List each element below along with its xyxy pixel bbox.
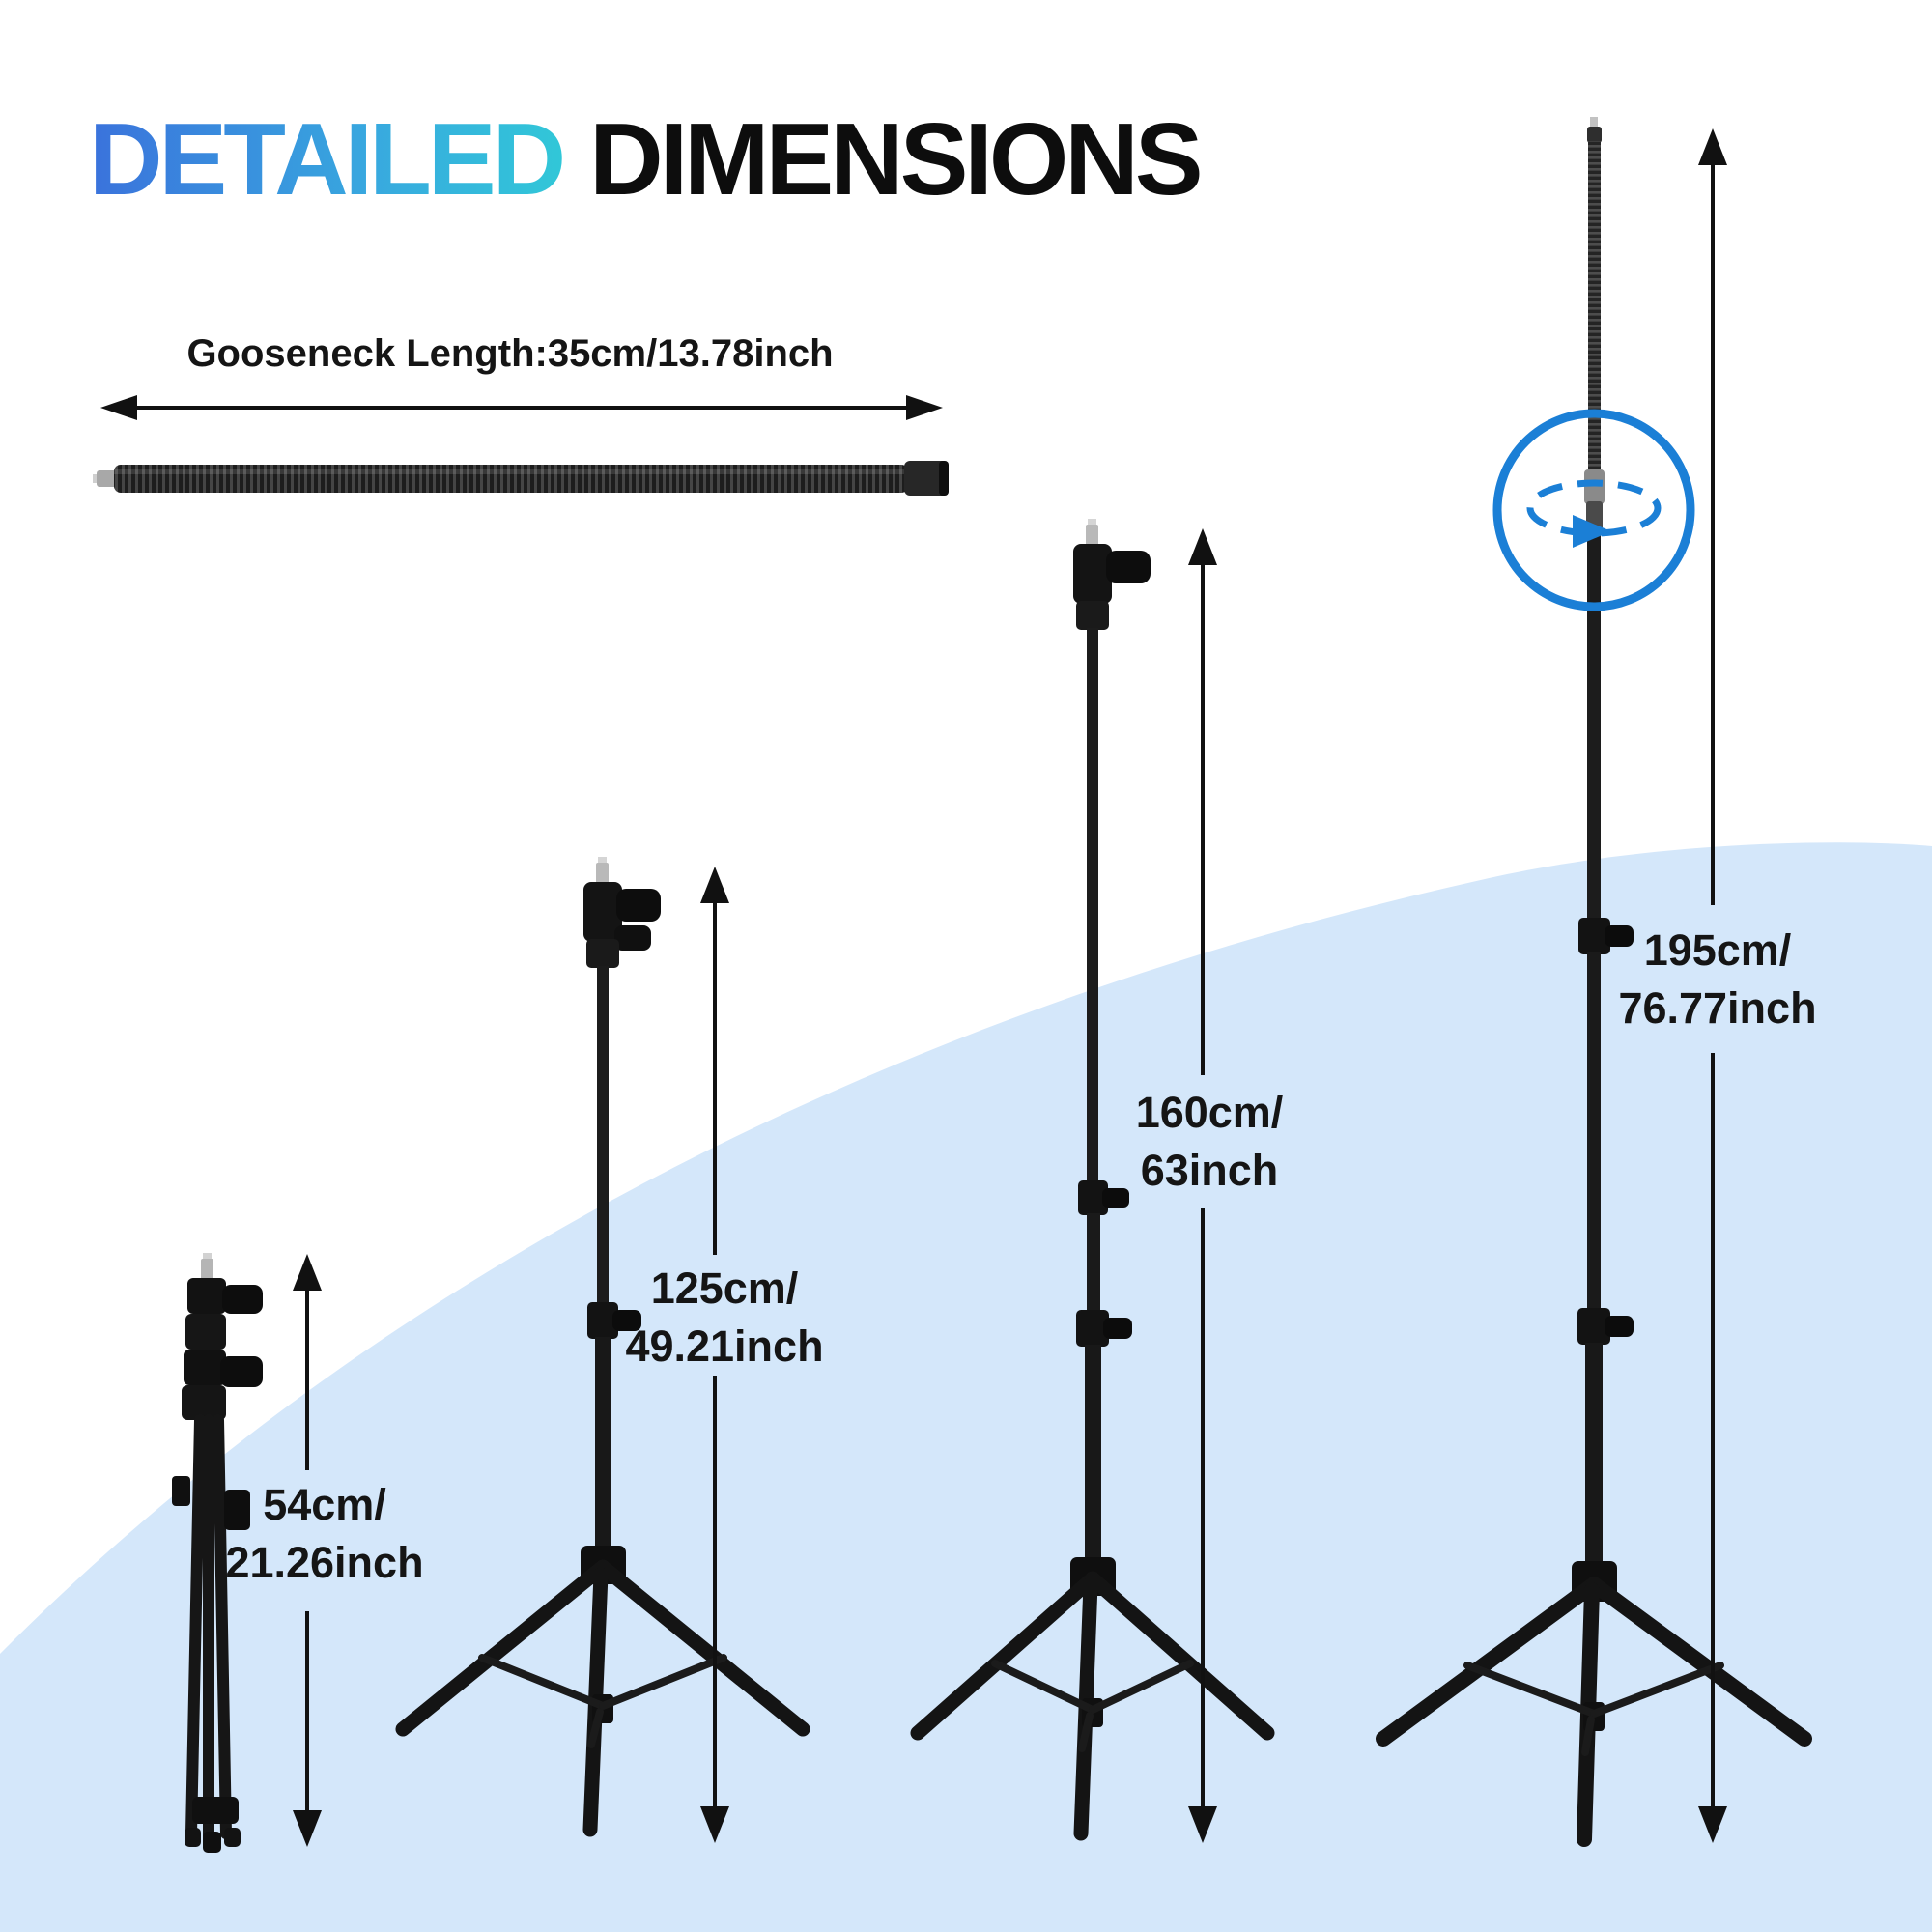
- gooseneck-tube-image: [93, 461, 949, 496]
- page-title-rest: DIMENSIONS: [589, 102, 1203, 216]
- page-title-accent: DETAILED: [89, 102, 566, 216]
- height-label-195cm-line1: 195cm/: [1643, 925, 1792, 975]
- stand-160cm-image: [910, 519, 1275, 1841]
- height-label-125cm: 125cm/ 49.21inch: [625, 1260, 823, 1376]
- height-label-195cm-line2: 76.77inch: [1618, 983, 1817, 1033]
- dimension-arrow-195cm: [1698, 128, 1727, 1843]
- dimension-arrow-125cm: [700, 867, 729, 1843]
- height-label-160cm-line1: 160cm/: [1135, 1088, 1284, 1137]
- folded-stand-image: [172, 1253, 263, 1853]
- height-label-54cm: 54cm/ 21.26inch: [225, 1476, 423, 1592]
- height-label-125cm-line1: 125cm/: [650, 1264, 799, 1313]
- gooseneck-length-label: Gooseneck Length:35cm/13.78inch: [186, 332, 834, 375]
- dimension-arrow-160cm: [1188, 528, 1217, 1843]
- height-label-195cm: 195cm/ 76.77inch: [1618, 922, 1816, 1037]
- height-label-160cm-line2: 63inch: [1140, 1146, 1279, 1195]
- height-label-54cm-line2: 21.26inch: [225, 1538, 424, 1587]
- height-label-160cm: 160cm/ 63inch: [1136, 1084, 1284, 1200]
- dimension-arrow-54cm: [293, 1254, 322, 1847]
- height-label-54cm-line1: 54cm/: [263, 1480, 386, 1529]
- stand-125cm-image: [395, 857, 810, 1837]
- stand-195cm-image: [1376, 117, 1812, 1847]
- gooseneck-length-arrow: [100, 395, 943, 420]
- rotation-indicator-icon: [1492, 409, 1695, 611]
- height-label-125cm-line2: 49.21inch: [625, 1321, 824, 1371]
